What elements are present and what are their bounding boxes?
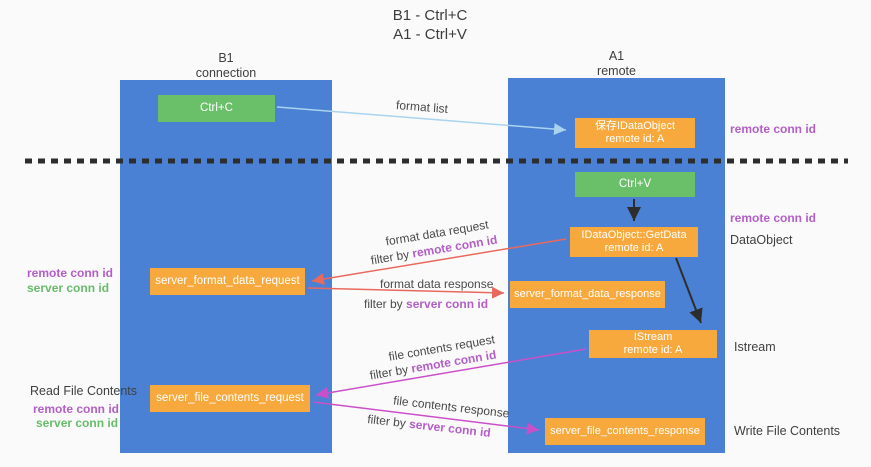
lifeline-a1-role: remote [597, 64, 636, 78]
getdata-line2: remote id: A [604, 242, 664, 254]
server-format-data-response-node: server_format_data_response [510, 281, 665, 308]
save-idataobject-line2: remote id: A [605, 133, 665, 145]
server-conn-id-key-2: server conn id [408, 416, 492, 440]
filter-by-text-3: filter by [368, 361, 413, 383]
ctrl-c-node: Ctrl+C [158, 95, 275, 122]
server-file-contents-request-label: server_file_contents_request [156, 392, 304, 404]
istream-node: IStream remote id: A [589, 330, 717, 358]
title-line-2: A1 - Ctrl+V [393, 26, 467, 43]
left-server-conn-id-top: server conn id [27, 281, 110, 295]
server-conn-id-key-1: server conn id [406, 297, 489, 311]
write-file-contents-label: Write File Contents [734, 424, 841, 438]
server-file-contents-request-node: server_file_contents_request [150, 385, 310, 412]
server-file-contents-response-node: server_file_contents_response [545, 418, 705, 445]
ctrl-c-label: Ctrl+C [200, 102, 233, 114]
server-format-data-response-label: server_format_data_response [514, 288, 661, 300]
left-server-conn-id-bottom: server conn id [36, 416, 119, 430]
filter-by-text-4: filter by [366, 412, 410, 431]
lifeline-b1-role: connection [195, 66, 257, 80]
server-file-contents-response-label: server_file_contents_response [550, 425, 700, 437]
left-remote-conn-id-bottom: remote conn id [33, 402, 120, 416]
title-line-1: B1 - Ctrl+C [392, 7, 468, 24]
left-remote-conn-id-top: remote conn id [27, 266, 114, 280]
right-remote-conn-id-mid: remote conn id [730, 211, 817, 225]
idataobject-getdata-node: IDataObject::GetData remote id: A [570, 227, 698, 257]
lifeline-a1-name: A1 [608, 49, 625, 63]
istream-line1: IStream [633, 331, 673, 343]
format-data-response-filter-label: filter by server conn id [364, 297, 488, 311]
format-list-label: format list [395, 97, 449, 117]
server-format-data-request-label: server_format_data_request [155, 275, 300, 287]
ctrl-v-node: Ctrl+V [575, 172, 695, 197]
filter-by-text-1: filter by [369, 246, 414, 268]
diagram-title: B1 - Ctrl+C A1 - Ctrl+V [0, 6, 860, 44]
istream-line2: remote id: A [623, 344, 683, 356]
right-remote-conn-id-top: remote conn id [730, 122, 817, 136]
server-format-data-request-node: server_format_data_request [150, 268, 305, 295]
getdata-line1: IDataObject::GetData [581, 229, 687, 241]
format-data-response-label: format data response [380, 277, 494, 291]
istream-side-label: Istream [734, 340, 776, 354]
lifeline-b1-name: B1 [218, 51, 234, 65]
filter-by-text-2: filter by [364, 297, 407, 311]
dataobject-label: DataObject [730, 233, 793, 247]
save-idataobject-node: 保存IDataObject remote id: A [575, 118, 695, 148]
lifeline-header-a1: A1 remote [508, 50, 725, 80]
read-file-contents-label: Read File Contents [30, 384, 138, 398]
lifeline-header-b1: B1 connection [120, 52, 332, 82]
ctrl-v-label: Ctrl+V [618, 178, 652, 190]
save-idataobject-line1: 保存IDataObject [594, 120, 676, 132]
